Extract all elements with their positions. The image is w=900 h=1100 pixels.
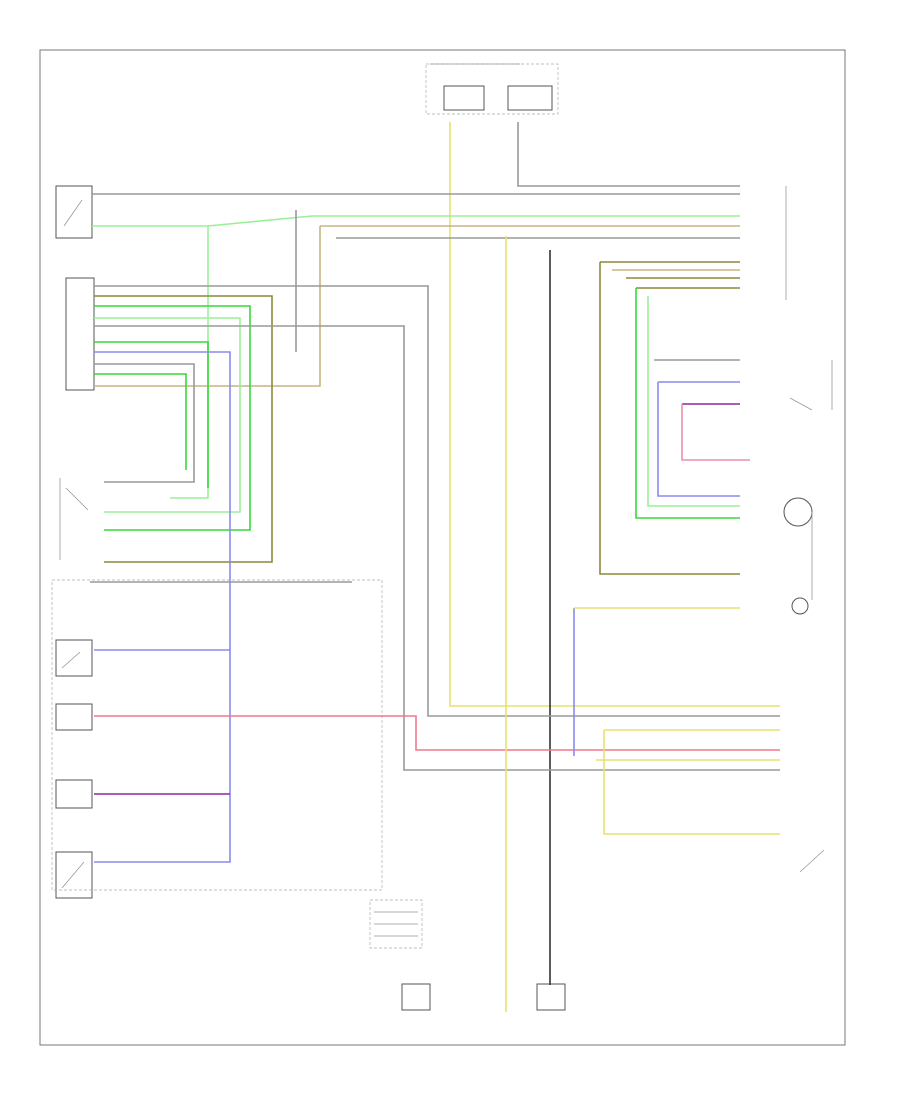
- switch-box-3: [55, 779, 93, 809]
- wire-tan-5: [94, 226, 321, 387]
- switch-box-4: [55, 851, 93, 899]
- fuse-relay-box: [425, 63, 559, 115]
- wire-lightgreen-4: [207, 215, 740, 227]
- bottom-terminal-block: [369, 899, 423, 949]
- wire-yellow-0: [449, 122, 780, 707]
- motor-left: [401, 983, 431, 1011]
- wire-gray-10: [94, 285, 780, 717]
- remote-switch-component: [55, 185, 93, 239]
- left-door-switch: [59, 478, 89, 560]
- motor-right: [536, 983, 566, 1011]
- wire-green-31: [94, 373, 187, 470]
- speed-sensor: [783, 497, 813, 600]
- wire-olive-13: [599, 262, 740, 575]
- wire-gray-21: [94, 325, 780, 771]
- wire-olive-11: [94, 295, 273, 563]
- switch-box-2: [55, 703, 93, 731]
- wire-layer: [90, 122, 780, 1012]
- wire-gray-30: [94, 363, 195, 483]
- wire-pink-29: [681, 404, 750, 461]
- wire-blue-26: [657, 382, 740, 497]
- wire-green-18: [635, 288, 740, 519]
- wire-lightgreen-20: [647, 296, 740, 507]
- wire-blue-24: [94, 351, 231, 863]
- left-connector-block: [65, 277, 95, 391]
- right-door-switch: [799, 849, 825, 873]
- wire-red-32: [94, 715, 780, 751]
- sub-assembly-outline: [51, 579, 383, 891]
- wire-green-17: [94, 305, 251, 531]
- indicator-lamp: [789, 360, 833, 411]
- ground-point: [791, 597, 809, 615]
- switch-box-1: [55, 639, 93, 677]
- wire-gray-1: [517, 122, 740, 187]
- diagram-border: [39, 49, 846, 1046]
- wire-yellow-37: [603, 730, 780, 835]
- wire-lightgreen-3: [92, 225, 209, 499]
- wire-lightgreen-19: [94, 317, 241, 513]
- wire-green-23: [94, 341, 209, 488]
